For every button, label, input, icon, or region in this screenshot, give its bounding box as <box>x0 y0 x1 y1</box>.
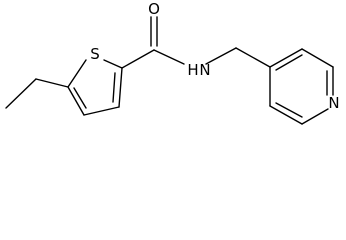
atom-pyridine-nitrogen-label: N <box>328 94 339 112</box>
bond-nitrogen-ch2 <box>205 47 237 65</box>
bond-ethyl-ch2-c5 <box>35 78 69 88</box>
bond-pyr-c3-c2 <box>301 48 334 68</box>
bond-pyr-c4-c3 <box>269 48 303 68</box>
bond-ch2-pyridine <box>235 47 271 68</box>
molecule-structure-diagram: S O N H N <box>5 0 340 125</box>
bond-s1-c2 <box>103 59 123 69</box>
atom-amide-nitrogen-label: N <box>199 61 210 79</box>
bond-pyr-c6-c5-inner <box>275 102 303 118</box>
atom-oxygen-label: O <box>148 0 160 18</box>
bond-ethyl-ch3-ch2 <box>5 78 37 109</box>
bond-c2-carbonyl <box>121 49 155 69</box>
bond-c3-c4 <box>83 106 120 116</box>
bond-c4-c5 <box>67 86 85 116</box>
bond-c4-c5-inner <box>73 87 87 109</box>
bond-pyr-c6-c5 <box>269 105 303 125</box>
bond-c5-s1 <box>67 59 87 88</box>
bond-c2-c3-inner <box>112 72 116 103</box>
bond-carbonyl-nitrogen <box>153 49 185 65</box>
atom-amide-hydrogen-label: H <box>187 61 198 79</box>
atom-sulfur-label: S <box>90 45 100 63</box>
bond-pyr-n1-c6 <box>301 108 329 125</box>
bond-pyr-c4-c3-inner <box>275 54 303 71</box>
bond-c2-c3 <box>118 67 123 108</box>
